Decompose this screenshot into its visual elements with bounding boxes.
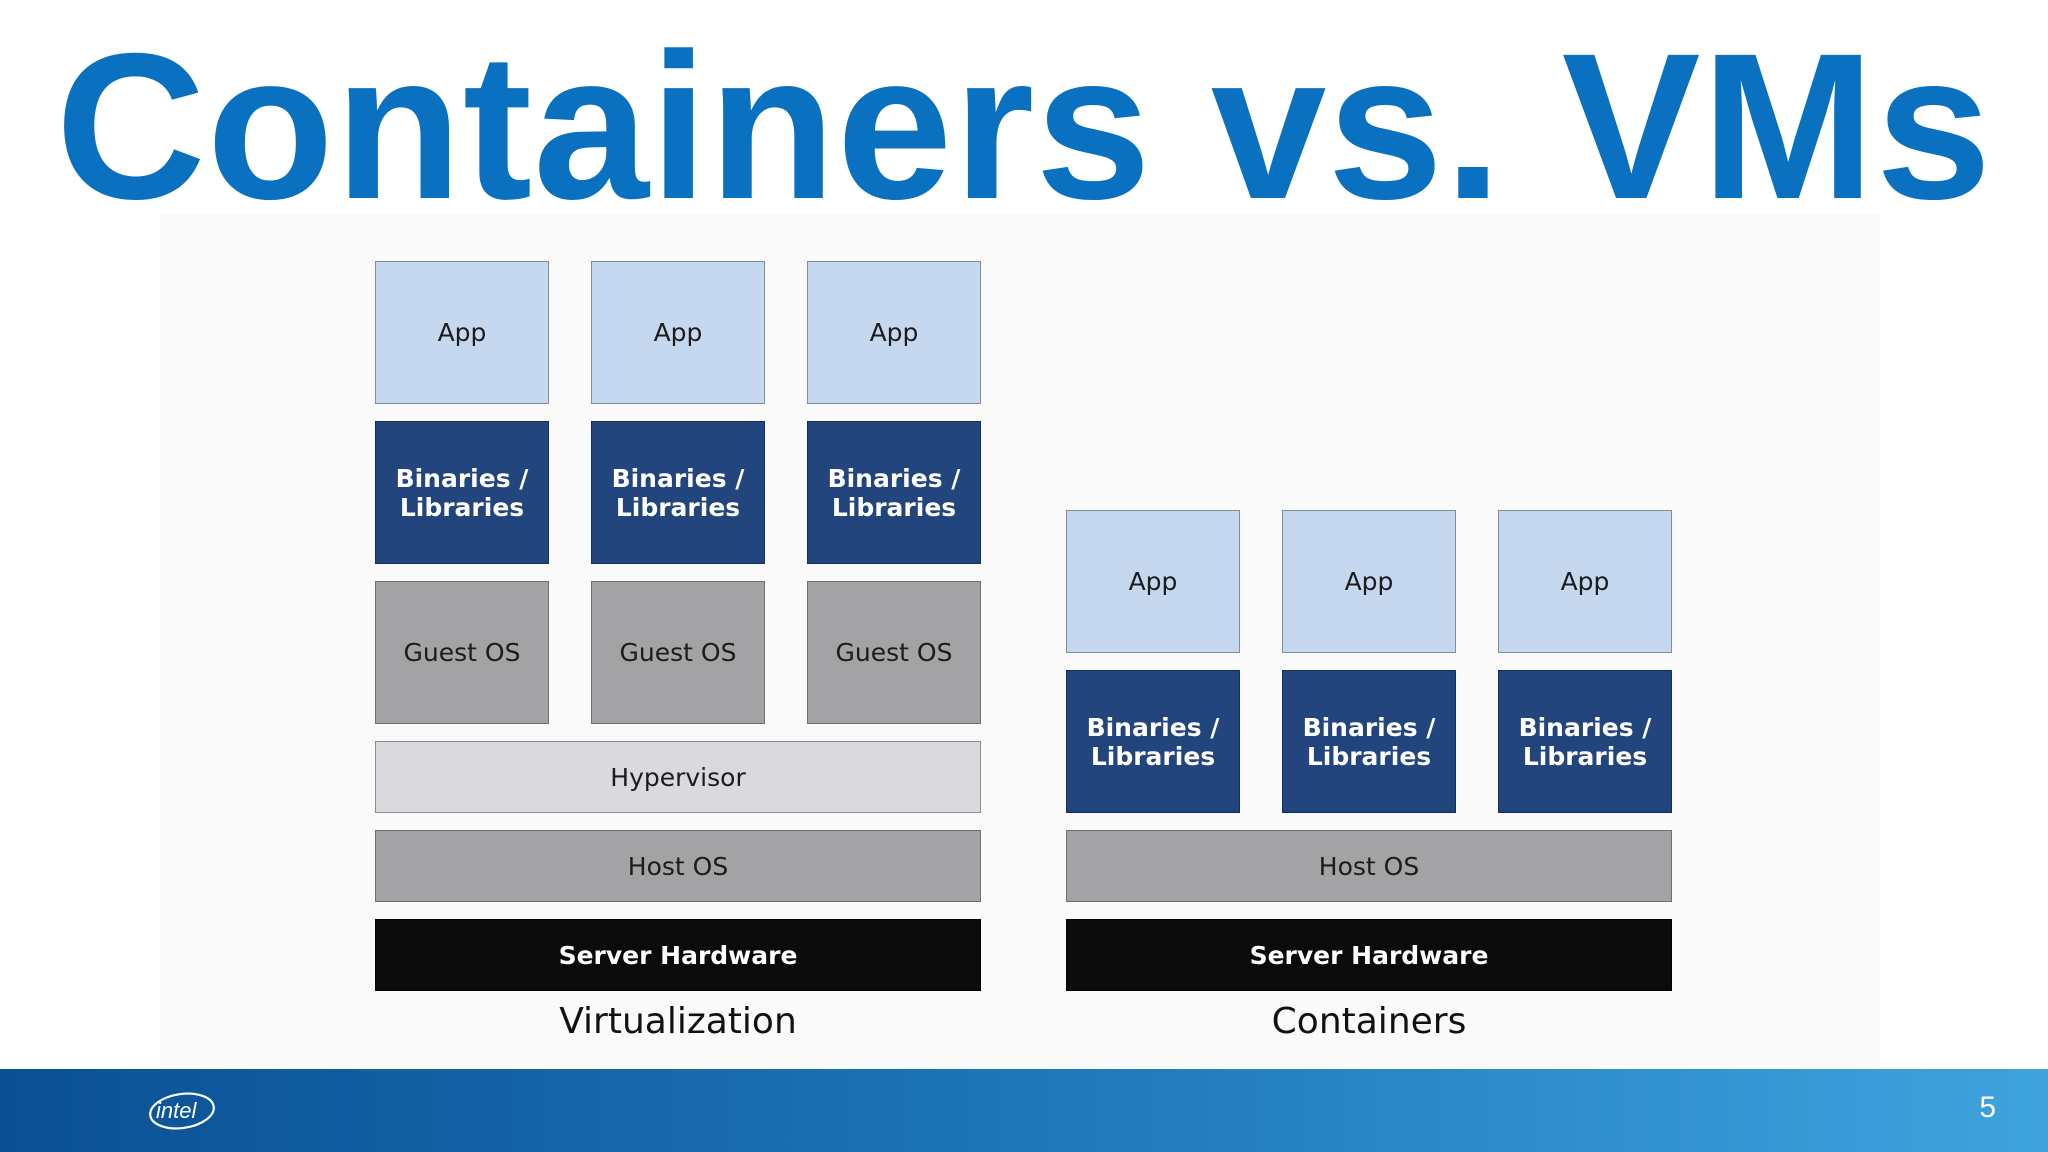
containers-caption: Containers <box>1271 1001 1467 1042</box>
container-binaries-2: Binaries / Libraries <box>1282 670 1456 813</box>
container-host-os: Host OS <box>1066 830 1672 902</box>
footer-bar: intel 5 <box>0 1069 2048 1152</box>
intel-logo: intel <box>149 1092 215 1130</box>
container-app-3: App <box>1498 510 1672 653</box>
vm-guest-os-3: Guest OS <box>807 581 981 724</box>
vm-app-2: App <box>591 261 765 404</box>
container-binaries-3: Binaries / Libraries <box>1498 670 1672 813</box>
vm-guest-os-1: Guest OS <box>375 581 549 724</box>
intel-logo-text: intel <box>156 1098 197 1123</box>
vm-binaries-1: Binaries / Libraries <box>375 421 549 564</box>
container-binaries-1: Binaries / Libraries <box>1066 670 1240 813</box>
vm-host-os: Host OS <box>375 830 981 902</box>
virtualization-caption: Virtualization <box>559 1001 797 1042</box>
container-app-1: App <box>1066 510 1240 653</box>
page-number: 5 <box>1979 1091 1996 1124</box>
vm-app-3: App <box>807 261 981 404</box>
vm-server-hardware: Server Hardware <box>375 919 981 991</box>
vm-guest-os-2: Guest OS <box>591 581 765 724</box>
slide-title: Containers vs. VMs <box>55 11 1993 243</box>
container-server-hardware: Server Hardware <box>1066 919 1672 991</box>
vm-app-1: App <box>375 261 549 404</box>
vm-binaries-2: Binaries / Libraries <box>591 421 765 564</box>
vm-hypervisor: Hypervisor <box>375 741 981 813</box>
container-app-2: App <box>1282 510 1456 653</box>
vm-binaries-3: Binaries / Libraries <box>807 421 981 564</box>
